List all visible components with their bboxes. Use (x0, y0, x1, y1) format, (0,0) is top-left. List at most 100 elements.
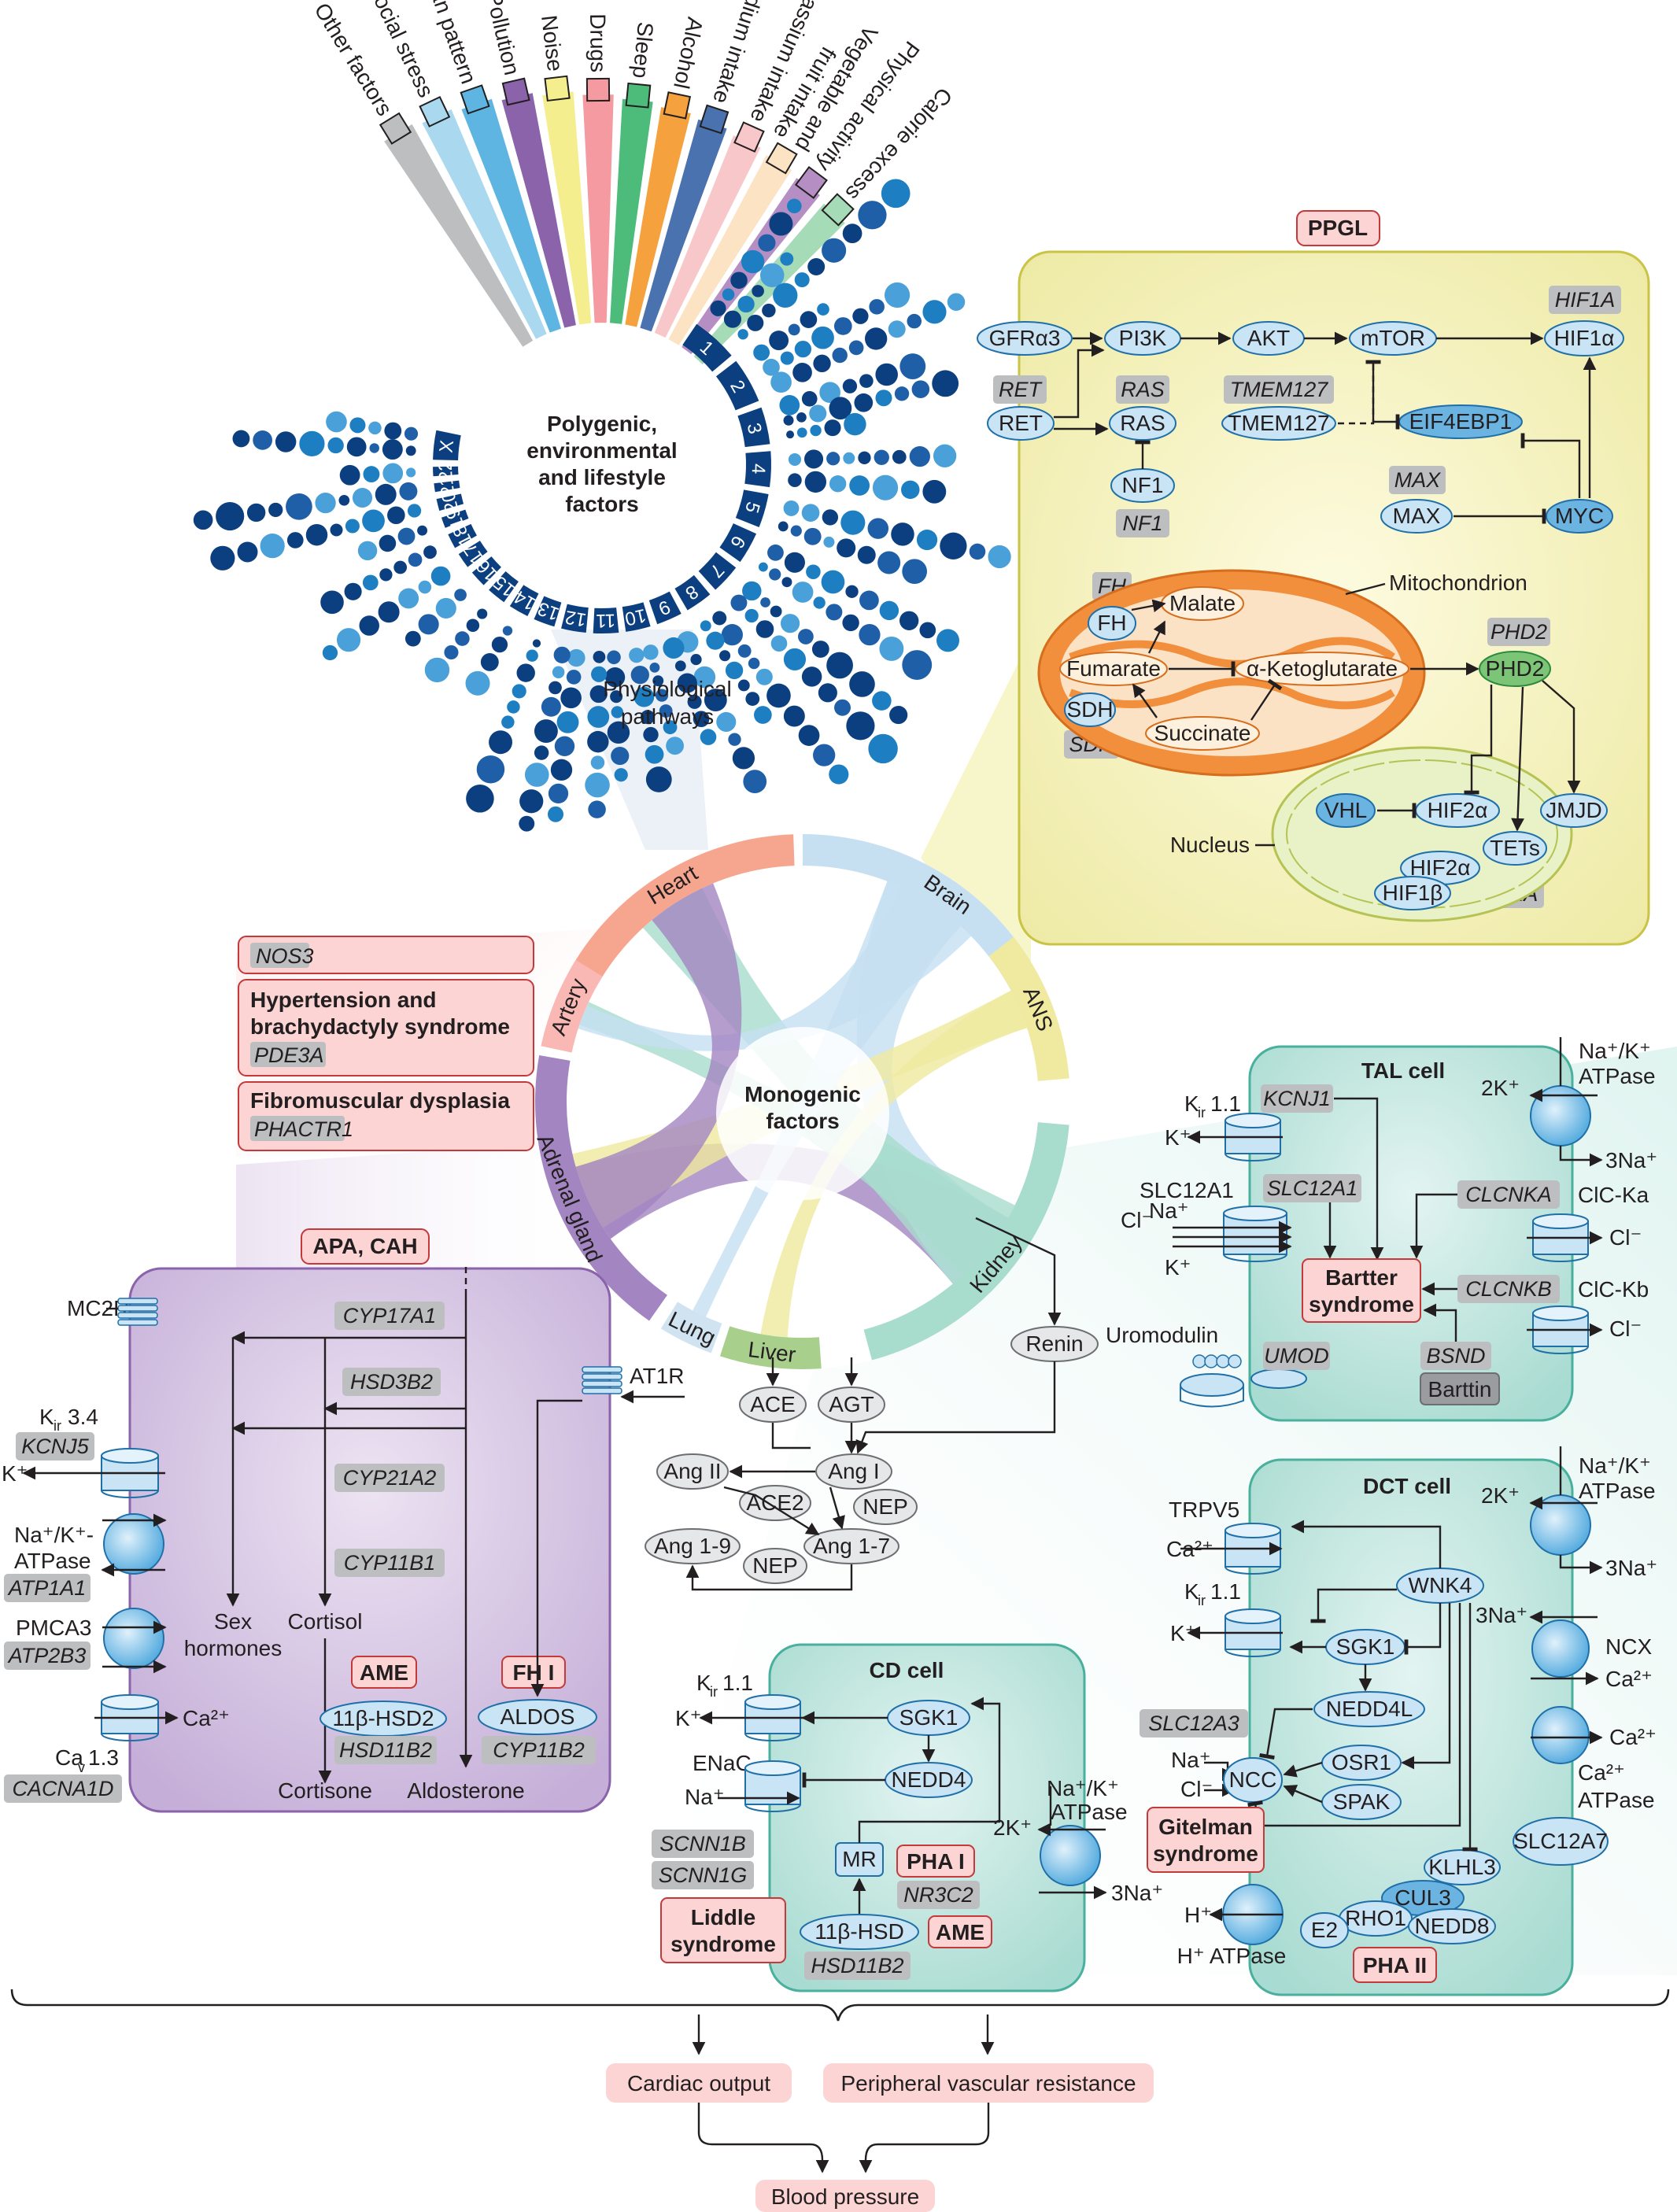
risk-locus-dot (723, 310, 741, 328)
polygenic-title-line: environmental (526, 438, 677, 463)
scnn1g-gene: SCNN1G (652, 1861, 754, 1889)
tal-kir-sub: ir (1198, 1105, 1206, 1121)
ang1-node-label: Ang I (828, 1459, 879, 1483)
ppgl-panel: PPGL HIF1ARETRASTMEM127NF1MAXFHSDHPHD2VH… (921, 210, 1650, 1047)
ras-node-shape (1109, 406, 1176, 441)
organ-arc (719, 1326, 822, 1369)
sdh-node-label: SDH (1066, 697, 1113, 722)
organ-arc (541, 959, 603, 1053)
eif4ebp1-node-label: EIF4EBP1 (1409, 409, 1513, 434)
risk-locus-dot (232, 430, 250, 448)
risk-locus-dot (837, 538, 856, 558)
risk-locus-dot (633, 686, 655, 707)
max-gene-box (1389, 466, 1446, 494)
cacna1d-gene-box (4, 1774, 122, 1803)
chromosome-bar (674, 574, 711, 611)
akt-node: AKT (1232, 321, 1305, 356)
risk-locus-dot (519, 789, 544, 814)
risk-locus-dot (336, 628, 361, 652)
jmjd-node-shape (1540, 793, 1608, 828)
naka-label: ATPase (14, 1549, 91, 1573)
risk-locus-dot (362, 574, 379, 591)
risk-locus-dot (547, 806, 564, 822)
risk-locus-dot (743, 770, 767, 794)
factor-square (765, 142, 798, 175)
monogenic-center-label: factors (766, 1109, 839, 1133)
risk-locus-dot (507, 700, 520, 714)
phd2-gene-label: PHD2 (1490, 620, 1547, 644)
risk-locus-dot (519, 815, 535, 832)
hsd3b2-gene-box (342, 1368, 441, 1396)
clcnka-gene-label: CLCNKA (1465, 1183, 1552, 1206)
risk-locus-dot (349, 417, 366, 434)
risk-locus-dot (786, 430, 795, 439)
risk-locus-dot (842, 223, 863, 244)
risk-locus-dot (747, 314, 764, 331)
risk-locus-dot (418, 580, 432, 594)
chromosome-label: 12 (563, 606, 588, 630)
risk-locus-dot (737, 644, 752, 658)
risk-locus-dot (480, 652, 499, 671)
risk-locus-dot (916, 529, 938, 551)
malate-node-label: Malate (1169, 591, 1236, 615)
vhl-node-shape (1316, 793, 1376, 828)
mc2r-receptor (117, 1298, 158, 1326)
nr3c2-gene-label: NR3C2 (903, 1883, 973, 1907)
fumarate-node-shape (1059, 652, 1168, 686)
risk-locus-dot (315, 492, 336, 514)
chromosome-bar (719, 523, 757, 563)
bsnd-gene-box (1420, 1342, 1491, 1370)
factor-strip (582, 94, 614, 323)
risk-locus-dot (489, 730, 512, 755)
ame-badge-adrenal-box (351, 1656, 417, 1689)
pi3k-node-label: PI3K (1119, 326, 1167, 350)
dct-3na-label: 3Na⁺ (1605, 1556, 1657, 1580)
hsd3b2-gene: HSD3B2 (342, 1368, 441, 1396)
rho1-node-label: RHO1 (1345, 1906, 1406, 1930)
risk-locus-dot (754, 706, 772, 724)
nf1-node: NF1 (1110, 468, 1175, 503)
chromosome-bar (434, 480, 460, 493)
ras-gene-label: RAS (1121, 378, 1165, 401)
gitelman-syndrome-label: Gitelman (1158, 1815, 1253, 1839)
risk-locus-dot (858, 201, 887, 230)
myc-node: MYC (1546, 499, 1613, 534)
ca-atpase-pump (1531, 1706, 1590, 1764)
risk-locus-dot (407, 504, 422, 518)
risk-locus-dot (286, 532, 304, 548)
risk-locus-dot (534, 745, 549, 760)
scnn1b-gene-label: SCNN1B (659, 1832, 746, 1856)
nedd8-node: NEDD8 (1408, 1908, 1496, 1944)
cyp11b2-gene: CYP11B2 (482, 1736, 596, 1764)
cyp17a1-gene: CYP17A1 (334, 1302, 445, 1330)
ncc-node: NCC (1223, 1757, 1283, 1803)
risk-locus-dot (378, 601, 400, 623)
risk-locus-dot (326, 411, 347, 433)
nep-node-2-shape (743, 1548, 807, 1584)
risk-locus-dot (755, 620, 774, 638)
cd-naka-label: ATPase (1051, 1800, 1128, 1824)
risk-locus-dot (589, 685, 608, 703)
vhl-node-label: VHL (1324, 798, 1367, 822)
arrow-ret-pi3k (1054, 343, 1105, 419)
risk-locus-dot (322, 644, 338, 661)
risk-locus-dot (465, 670, 490, 696)
chromosome-bar (561, 604, 589, 633)
risk-locus-dot (640, 710, 656, 725)
slc12a7-node-shape (1513, 1817, 1609, 1866)
risk-locus-dot (362, 509, 385, 533)
risk-locus-dot (813, 354, 831, 373)
risk-locus-dot (752, 285, 764, 297)
risk-locus-dot (706, 631, 725, 650)
ace2-node-shape (739, 1485, 811, 1521)
risk-locus-dot (744, 608, 759, 623)
nf1-node-label: NF1 (1122, 473, 1164, 497)
ame-badge-cd: AME (928, 1915, 992, 1948)
arrow-phd2-hif2a (1464, 685, 1493, 795)
myc-node-label: MYC (1555, 504, 1604, 528)
risk-locus-dot (773, 283, 798, 308)
risk-locus-dot (455, 631, 470, 646)
cacna1d-gene: CACNA1D (4, 1774, 122, 1803)
clcnka-to-bartter (1409, 1193, 1457, 1259)
